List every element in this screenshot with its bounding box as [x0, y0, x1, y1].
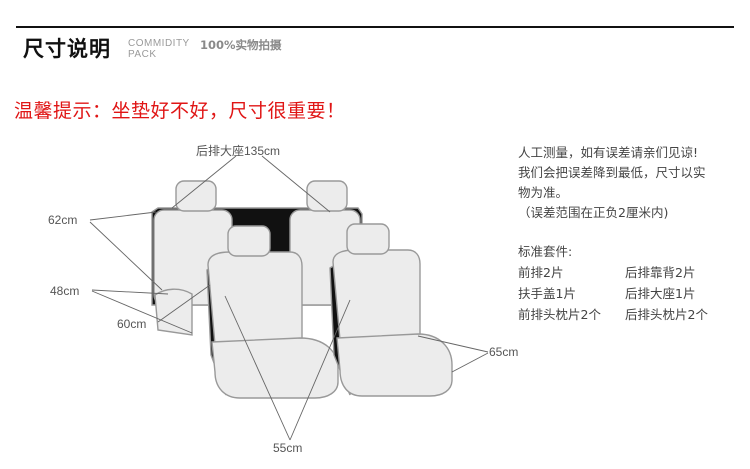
real-photo-tag: 100%实物拍摄	[200, 38, 282, 52]
label-60cm: 60cm	[117, 317, 147, 331]
standard-kit: 标准套件: 前排2片 后排靠背2片 扶手盖1片 后排大座1片 前排头枕片2个 后…	[518, 241, 735, 325]
subtitle-en-line2: PACK	[128, 49, 157, 60]
section-subtitle-en: COMMIDITY PACK	[128, 38, 190, 60]
kit-heading: 标准套件:	[518, 244, 573, 259]
section-title: 尺寸说明	[23, 37, 111, 61]
warm-tip: 温馨提示：坐垫好不好，尺寸很重要！	[14, 100, 346, 122]
note-line-1: 人工测量，如有误差请亲们见谅!	[518, 145, 699, 160]
note-line-3: 物为准。	[518, 185, 569, 200]
label-65cm: 65cm	[489, 345, 519, 359]
label-rear-bench-size: 后排大座135cm	[196, 144, 281, 158]
note-line-4: （误差范围在正负2厘米内)	[518, 205, 669, 220]
label-55cm: 55cm	[273, 441, 303, 455]
kit-list: 前排2片 后排靠背2片 扶手盖1片 后排大座1片 前排头枕片2个 后排头枕片2个	[518, 262, 735, 325]
kit-item: 后排头枕片2个	[625, 307, 708, 322]
subtitle-en-line1: COMMIDITY	[128, 38, 190, 49]
label-48cm: 48cm	[50, 284, 80, 298]
kit-item: 后排大座1片	[625, 286, 696, 301]
kit-item: 前排2片	[518, 265, 564, 280]
kit-item: 扶手盖1片	[518, 286, 576, 301]
label-62cm: 62cm	[48, 213, 78, 227]
measurement-note: 人工测量，如有误差请亲们见谅! 我们会把误差降到最低，尺寸以实 物为准。 （误差…	[518, 143, 746, 223]
note-line-2: 我们会把误差降到最低，尺寸以实	[518, 165, 706, 180]
header-rule	[16, 26, 734, 28]
kit-item: 后排靠背2片	[625, 265, 696, 280]
kit-item: 前排头枕片2个	[518, 307, 601, 322]
